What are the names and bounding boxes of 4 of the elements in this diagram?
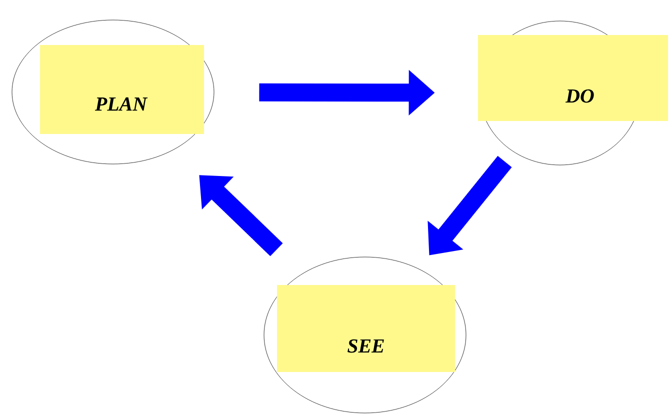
block-arrow (199, 175, 283, 256)
cycle-stage: DO (478, 20, 668, 166)
cycle-stage: PLAN (12, 20, 214, 164)
cycle-stage: SEE (264, 256, 466, 414)
